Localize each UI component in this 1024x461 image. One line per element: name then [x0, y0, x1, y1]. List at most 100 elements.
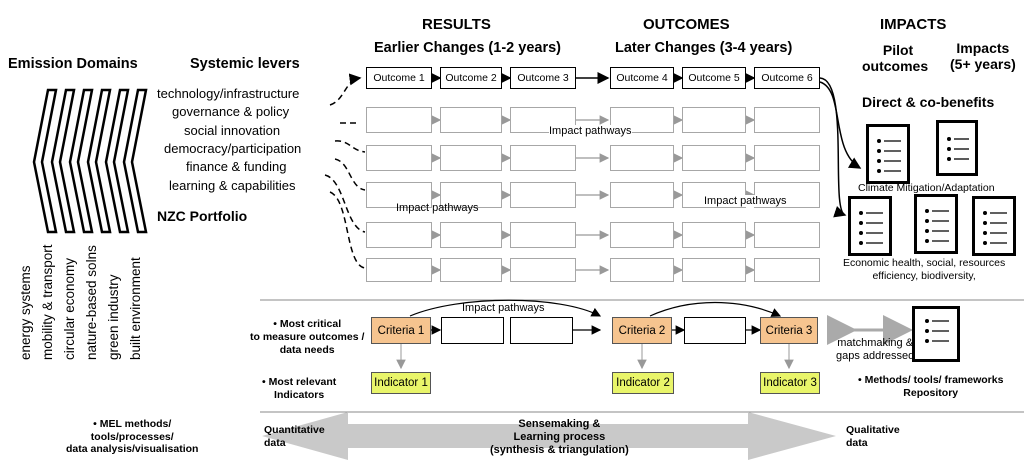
- matchmaking-label: matchmaking & gaps addressed: [836, 337, 914, 363]
- outcome-box-3: Outcome 3: [510, 67, 576, 89]
- critical-line-3: data needs: [279, 344, 335, 356]
- curve-crit-2-3: [649, 301, 782, 317]
- impacts5-line-1: Impacts: [956, 40, 1010, 56]
- methods-line-2: tools/processes/: [90, 430, 174, 443]
- most-critical-label: • Most critical to measure outcomes / da…: [250, 318, 365, 356]
- results-header: RESULTS: [422, 16, 491, 33]
- grid-box: [754, 258, 820, 282]
- indicator-box-2: Indicator 2: [612, 372, 674, 394]
- curve-crit-1-2: [409, 299, 602, 317]
- grid-box: [610, 258, 674, 282]
- learning-band-arrow: [262, 412, 836, 460]
- qualitative-line-2: data: [846, 437, 868, 449]
- sensemaking-label: Sensemaking & Learning process (synthesi…: [490, 418, 629, 457]
- grid-box: [610, 145, 674, 171]
- pilot-outcomes-header: Pilot outcomes: [862, 42, 928, 74]
- grid-box: [510, 222, 576, 248]
- emission-domain-chevrons: [32, 88, 148, 234]
- impacts5-line-2: (5+ years): [950, 56, 1016, 72]
- grid-box: [682, 107, 746, 133]
- climate-mitigation-label: Climate Mitigation/Adaptation: [858, 182, 995, 194]
- criteria-box-3: Criteria 3: [760, 317, 818, 344]
- grid-box: [440, 182, 502, 208]
- criteria-empty-box: [441, 317, 504, 344]
- quantitative-line-2: data: [264, 437, 286, 449]
- grid-box: [366, 222, 432, 248]
- sensemaking-line-1: Sensemaking &: [518, 418, 601, 430]
- relevant-line-2: Indicators: [274, 389, 325, 401]
- outcome-box-1: Outcome 1: [366, 67, 432, 89]
- criteria-box-1: Criteria 1: [371, 317, 431, 344]
- pilot-line-2: outcomes: [862, 58, 929, 74]
- grid-box: [754, 145, 820, 171]
- emission-domains-header: Emission Domains: [8, 56, 138, 72]
- sensemaking-line-3: (synthesis & triangulation): [490, 444, 629, 456]
- grid-box: [510, 258, 576, 282]
- impact-curves: [819, 77, 862, 218]
- later-changes-header: Later Changes (3-4 years): [615, 40, 793, 56]
- domain-nature-based-solns: nature-based solns: [84, 245, 99, 360]
- criteria-box-2: Criteria 2: [612, 317, 672, 344]
- grid-box: [366, 182, 432, 208]
- qualitative-line-1: Qualitative: [846, 424, 900, 436]
- lever-social-innovation: social innovation: [184, 123, 281, 138]
- systemic-levers-header: Systemic levers: [190, 56, 300, 72]
- gray-row-arrows: [431, 115, 756, 275]
- grid-box: [610, 182, 674, 208]
- quantitative-data-label: Quantitative data: [264, 424, 325, 450]
- mel-methods-label: • MEL methods/ tools/processes/ data ana…: [66, 418, 199, 455]
- repository-line-1: Methods/ tools/ frameworks: [864, 374, 1004, 386]
- grid-box: [366, 145, 432, 171]
- matchmaking-line-1: matchmaking &: [837, 337, 914, 349]
- outcome-box-5: Outcome 5: [682, 67, 746, 89]
- grid-box: [754, 222, 820, 248]
- grid-box: [610, 222, 674, 248]
- relevant-line-1: Most relevant: [268, 376, 337, 388]
- grid-box: [510, 145, 576, 171]
- nzc-portfolio-label: NZC Portfolio: [157, 208, 248, 224]
- most-relevant-label: • Most relevant Indicators: [262, 376, 337, 401]
- methods-line-1: MEL methods/: [99, 418, 172, 430]
- quantitative-line-1: Quantitative: [264, 424, 325, 436]
- outcome-box-4: Outcome 4: [610, 67, 674, 89]
- qualitative-data-label: Qualitative data: [846, 424, 900, 450]
- lever-technology-infrastructure: technology/infrastructure: [157, 86, 300, 101]
- criteria-empty-box: [510, 317, 573, 344]
- lever-finance-funding: finance & funding: [186, 159, 287, 174]
- matchmaking-line-2: gaps addressed: [836, 350, 915, 362]
- economic-benefits-label: Economic health, social, resources effic…: [843, 257, 1005, 283]
- indicator-box-1: Indicator 1: [371, 372, 431, 394]
- repository-document-icon: [912, 306, 960, 362]
- domain-mobility-transport: mobility & transport: [40, 244, 55, 360]
- critical-line-2: to measure outcomes /: [250, 331, 365, 343]
- document-icon: [866, 124, 910, 184]
- critical-line-1: Most critical: [279, 318, 342, 330]
- outcome-box-6: Outcome 6: [754, 67, 820, 89]
- impact-pathways-label-3: Impact pathways: [704, 195, 787, 207]
- impacts-5-header: Impacts (5+ years): [950, 40, 1016, 72]
- grid-box: [440, 222, 502, 248]
- impact-pathways-label-2: Impact pathways: [396, 202, 479, 214]
- repository-label: • Methods/ tools/ frameworks Repository: [858, 374, 1004, 399]
- domain-energy-systems: energy systems: [18, 265, 33, 360]
- economic-line-1: Economic health, social, resources: [843, 257, 1006, 269]
- impacts-header: IMPACTS: [880, 16, 947, 33]
- grid-box: [682, 222, 746, 248]
- document-icon: [914, 194, 958, 254]
- methods-line-3: data analysis/visualisation: [66, 443, 199, 455]
- domain-circular-economy: circular economy: [62, 257, 77, 360]
- earlier-changes-header: Earlier Changes (1-2 years): [374, 40, 561, 56]
- grid-box: [440, 107, 502, 133]
- domain-green-industry: green industry: [106, 274, 121, 360]
- grid-box: [510, 182, 576, 208]
- criteria-indicator-arrows: [396, 344, 794, 370]
- impact-pathways-label-4: Impact pathways: [462, 302, 545, 314]
- grid-box: [366, 107, 432, 133]
- sensemaking-line-2: Learning process: [513, 431, 606, 443]
- domain-built-environment: built environment: [128, 257, 143, 360]
- grid-box: [440, 258, 502, 282]
- lever-democracy-participation: democracy/participation: [164, 141, 302, 156]
- grid-box: [682, 258, 746, 282]
